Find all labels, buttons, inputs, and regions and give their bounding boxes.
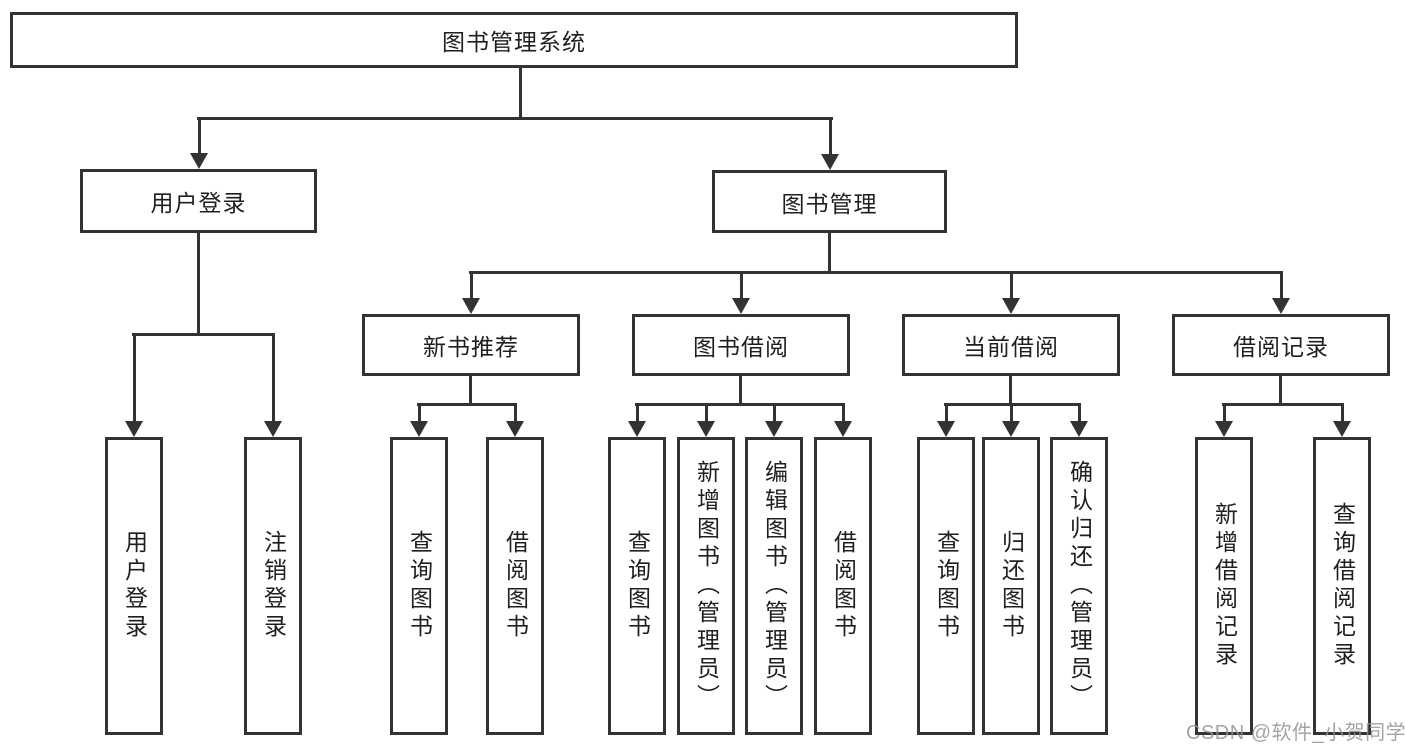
leaf-borrow-books-recommend: 借阅图书 — [486, 437, 544, 735]
connector-arrow-user-login — [190, 117, 208, 169]
leaf-query-books-recommend: 查询图书 — [390, 437, 448, 735]
connector-new-book-branch — [417, 403, 517, 406]
connector-arrow-edit-books — [765, 403, 783, 437]
connector-borrow-records-branch — [1222, 403, 1344, 406]
connector-arrow-query-books-2 — [628, 403, 646, 437]
connector-level3-branch — [469, 271, 1283, 274]
connector-arrow-new-book — [462, 271, 480, 314]
connector-root-stem — [519, 68, 522, 119]
connector-arrow-return-books — [1002, 403, 1020, 437]
node-book-management: 图书管理 — [712, 170, 947, 233]
node-borrowing-records: 借阅记录 — [1172, 314, 1390, 376]
connector-arrow-current-borrow — [1002, 271, 1020, 314]
leaf-add-books-admin: 新增图书（管理员） — [677, 437, 735, 735]
node-library-management-system: 图书管理系统 — [10, 12, 1018, 68]
leaf-confirm-return-admin: 确认归还（管理员） — [1050, 437, 1108, 735]
connector-arrow-borrow-books-2 — [834, 403, 852, 437]
connector-arrow-book-borrow — [732, 271, 750, 314]
leaf-query-borrow-record: 查询借阅记录 — [1313, 437, 1371, 735]
connector-arrow-logout-leaf — [264, 333, 282, 437]
leaf-return-books: 归还图书 — [982, 437, 1040, 735]
connector-arrow-borrow-books-1 — [506, 403, 524, 437]
connector-user-login-stem — [197, 233, 200, 336]
connector-user-login-branch — [132, 333, 275, 336]
leaf-add-borrow-record: 新增借阅记录 — [1195, 437, 1253, 735]
connector-arrow-query-borrow-record — [1333, 403, 1351, 437]
connector-book-borrow-stem — [739, 376, 742, 406]
connector-current-borrow-branch — [944, 403, 1081, 406]
connector-arrow-add-borrow-record — [1215, 403, 1233, 437]
node-new-book-recommendation: 新书推荐 — [362, 314, 580, 376]
leaf-query-books-current: 查询图书 — [917, 437, 975, 735]
connector-book-management-stem — [828, 233, 831, 274]
connector-arrow-query-books-3 — [937, 403, 955, 437]
connector-arrow-query-books-1 — [410, 403, 428, 437]
node-user-login: 用户登录 — [80, 169, 317, 233]
connector-book-borrow-branch — [635, 403, 845, 406]
connector-new-book-stem — [469, 376, 472, 406]
connector-arrow-confirm-return — [1070, 403, 1088, 437]
connector-arrow-add-books — [697, 403, 715, 437]
connector-arrow-user-login-leaf — [125, 333, 143, 437]
node-current-borrowing: 当前借阅 — [902, 314, 1120, 376]
leaf-edit-books-admin: 编辑图书（管理员） — [745, 437, 803, 735]
connector-level1-branch — [197, 117, 833, 120]
leaf-borrow-books: 借阅图书 — [814, 437, 872, 735]
leaf-user-login: 用户登录 — [105, 437, 163, 735]
leaf-logout: 注销登录 — [244, 437, 302, 735]
connector-borrow-records-stem — [1279, 376, 1282, 406]
watermark: CSDN @软件_小贺同学 — [1186, 722, 1405, 744]
connector-arrow-borrow-records — [1272, 271, 1290, 314]
connector-arrow-book-management — [821, 117, 839, 170]
connector-current-borrow-stem — [1009, 376, 1012, 406]
node-book-borrowing: 图书借阅 — [632, 314, 850, 376]
leaf-query-books-borrow: 查询图书 — [608, 437, 666, 735]
